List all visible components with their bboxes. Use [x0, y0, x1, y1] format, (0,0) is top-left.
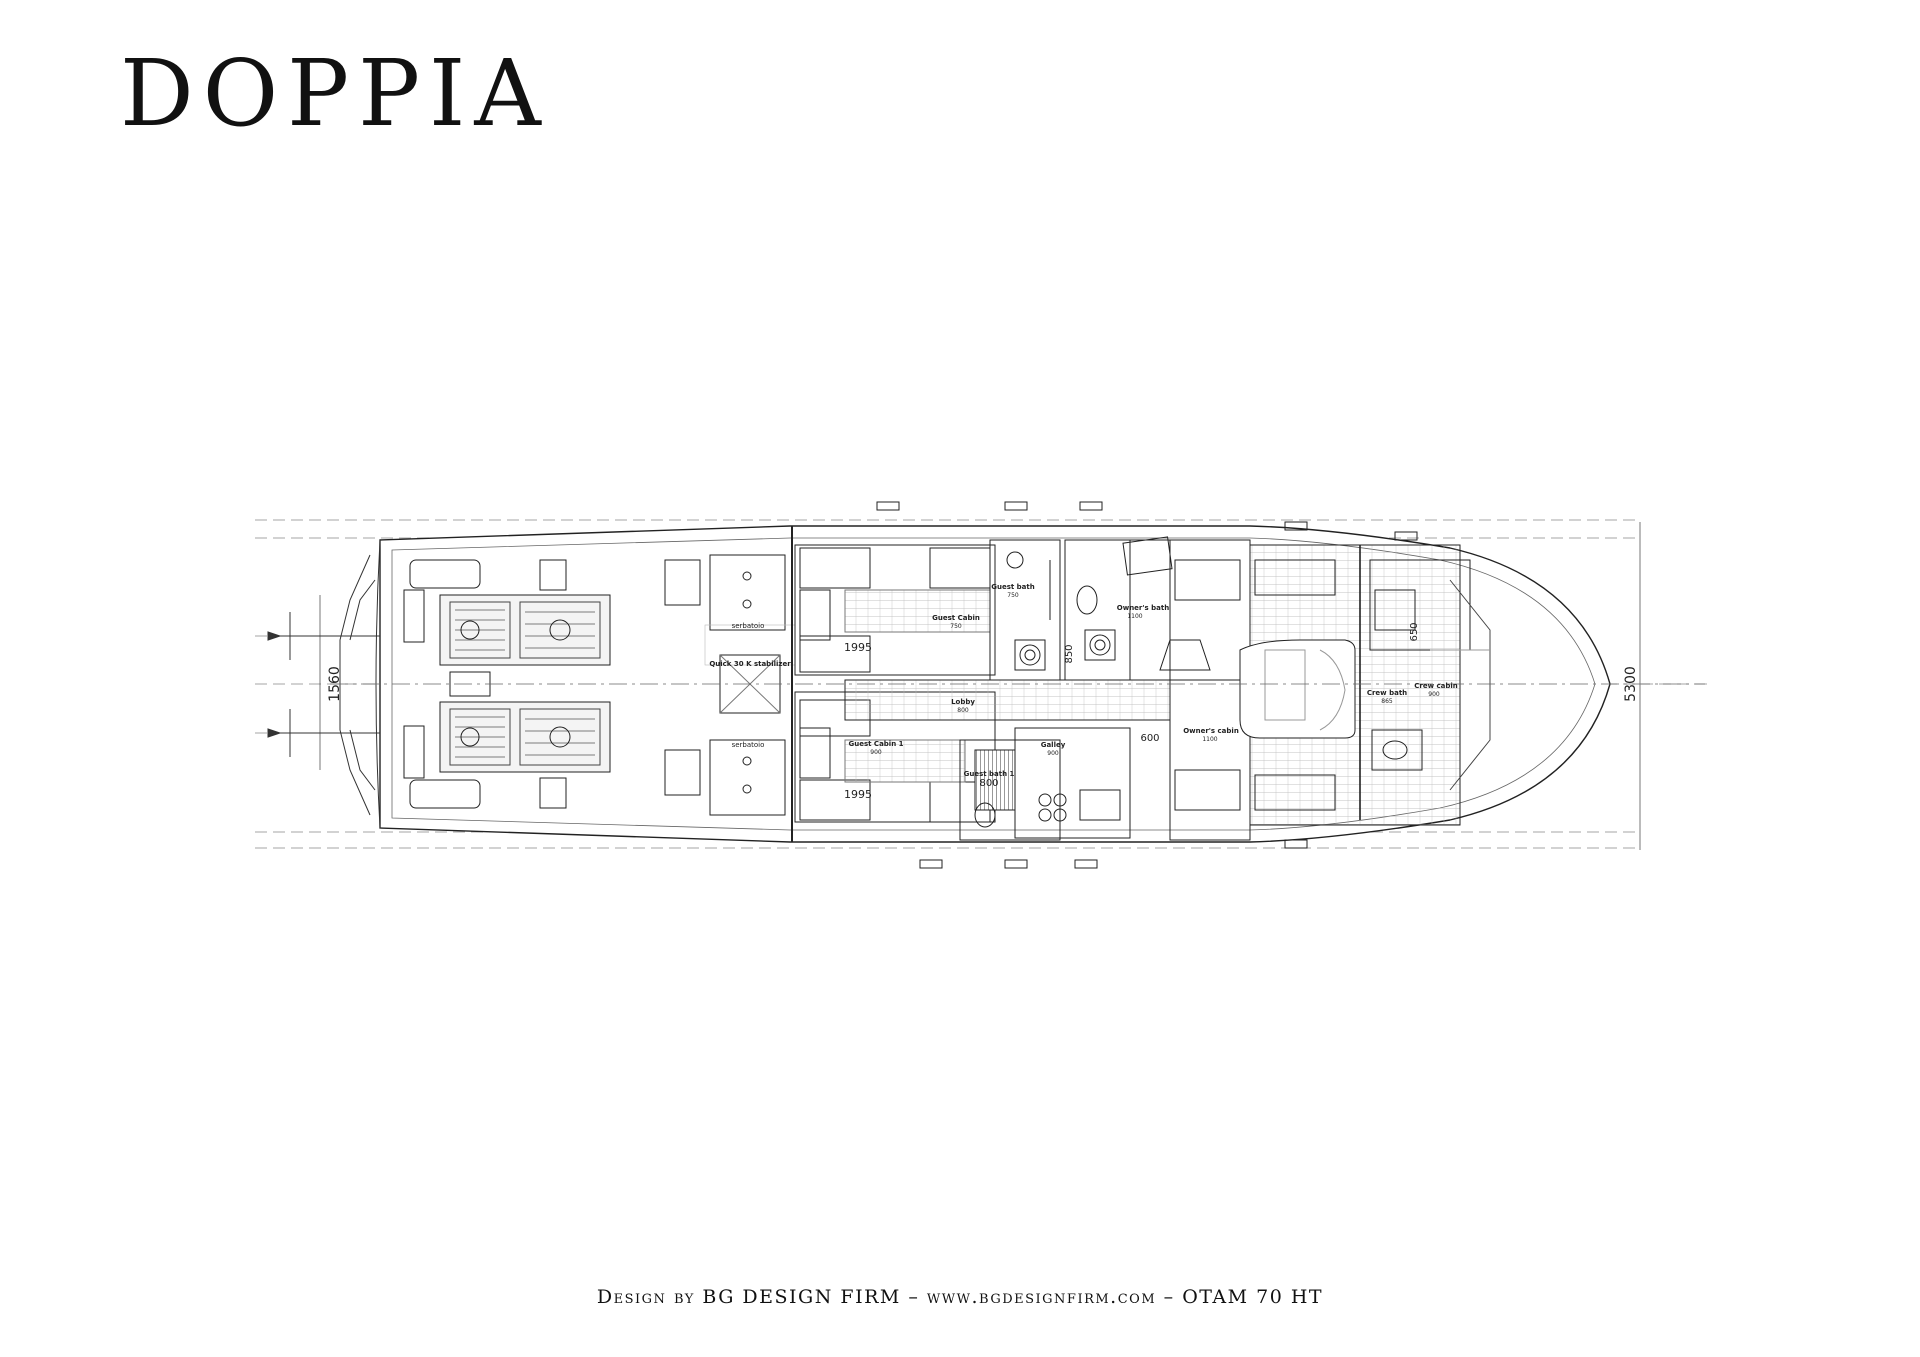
label-guest-cabin-h: 750	[950, 623, 962, 630]
interior-walls	[794, 536, 1491, 841]
label-lobby: Lobby	[951, 698, 975, 706]
dimension-aft-stbd: 1995	[844, 788, 872, 801]
label-guest-bath-1: Guest bath 1	[964, 770, 1015, 778]
label-crew-cabin: Crew cabin	[1414, 682, 1458, 690]
label-crew-bath: Crew bath	[1367, 689, 1407, 697]
label-guest-bath-h: 750	[1007, 592, 1019, 599]
length-dimension: 5300	[1623, 666, 1639, 702]
dimension-aft-port: 1995	[844, 641, 872, 654]
label-owners-cabin-h: 1100	[1202, 736, 1217, 743]
engine-room	[403, 554, 796, 816]
label-tank-top: serbatoio	[732, 622, 765, 630]
label-guest-cabin: Guest Cabin	[932, 614, 980, 622]
engine-port	[439, 594, 611, 666]
label-owners-cabin: Owner's cabin	[1183, 727, 1239, 735]
label-tank-bottom: serbatoio	[732, 741, 765, 749]
label-galley-h: 900	[1047, 750, 1059, 757]
footer-credit: Design by BG DESIGN FIRM – www.bgdesignf…	[596, 1286, 1324, 1308]
dimension-lines	[319, 522, 1641, 850]
label-owners-bath: Owner's bath	[1117, 604, 1169, 612]
label-crew-bath-h: 865	[1381, 698, 1393, 705]
label-owners-bath-h: 1100	[1127, 613, 1142, 620]
brand-logo: DOPPIA	[120, 40, 550, 147]
label-lobby-h: 800	[957, 707, 969, 714]
label-crew-cabin-h: 900	[1428, 691, 1440, 698]
label-galley: Galley	[1041, 741, 1066, 749]
dimension-guest-bath-1: 800	[979, 778, 998, 789]
deck-fittings	[876, 501, 1418, 869]
label-guest-bath: Guest bath	[991, 583, 1035, 591]
dimension-crew-bath: 650	[1409, 622, 1420, 641]
label-guest-cabin-1: Guest Cabin 1	[849, 740, 904, 748]
beam-dimension: 1560	[327, 666, 343, 702]
label-stabilizer: Quick 30 K stabilizer	[709, 660, 791, 668]
dimension-galley-side: 600	[1140, 733, 1159, 744]
label-guest-cabin-1-h: 900	[870, 749, 882, 756]
engine-stbd	[439, 701, 611, 773]
dimension-passage: 850	[1064, 644, 1075, 663]
